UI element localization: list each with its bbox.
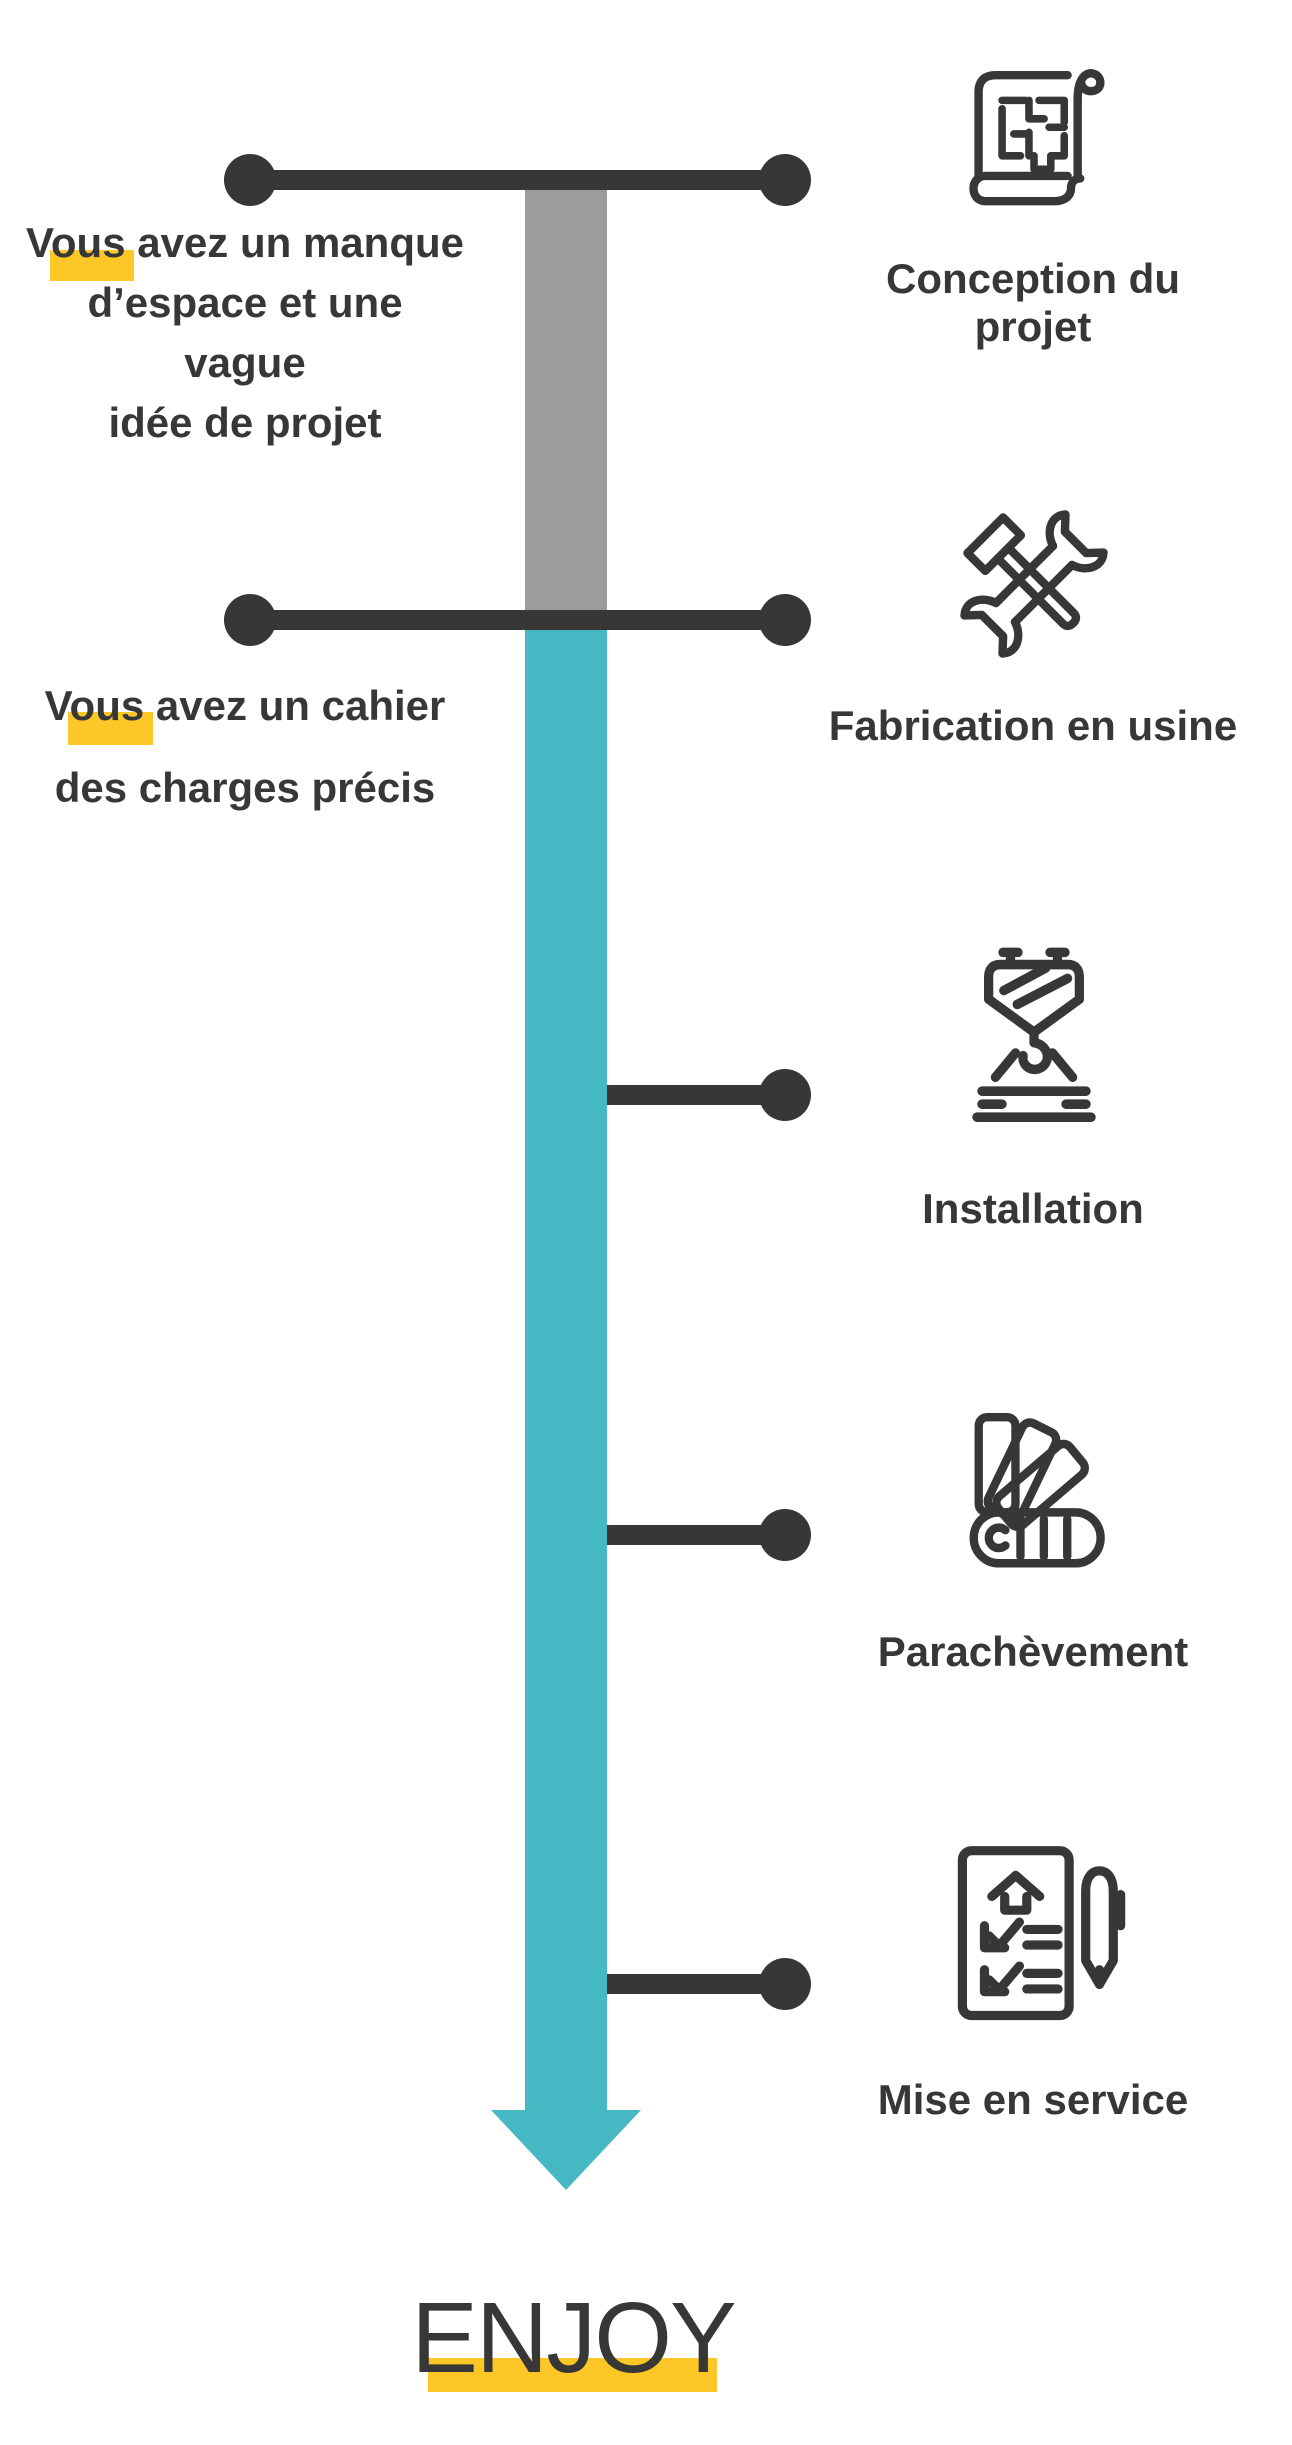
step-label-fabrication: Fabrication en usine xyxy=(828,702,1238,749)
step-2-endpoint-dot-left xyxy=(224,594,276,646)
note-1: Vous avez un manque d’espace et une vagu… xyxy=(25,213,465,453)
step-label-parachevement: Parachèvement xyxy=(877,1628,1189,1675)
timeline-shaft-gray-segment xyxy=(525,188,607,612)
step-label-conception: Conception du projet xyxy=(886,255,1180,350)
step-3-connector-bar xyxy=(560,1085,785,1105)
enjoy-underline xyxy=(428,2358,717,2392)
step-1-endpoint-dot-right xyxy=(759,154,811,206)
note-1-line-3: idée de projet xyxy=(108,399,382,446)
enjoy-label: ENJOY xyxy=(411,2282,736,2394)
step-2-endpoint-dot-right xyxy=(759,594,811,646)
blueprint-scroll-icon xyxy=(950,55,1118,223)
step-5-connector-bar xyxy=(560,1974,785,1994)
note-2-highlight xyxy=(68,712,153,745)
color-swatch-fan-icon xyxy=(952,1390,1119,1582)
checklist-pen-icon xyxy=(944,1836,1128,2032)
step-4-endpoint-dot xyxy=(759,1509,811,1561)
step-1-connector-bar xyxy=(250,170,785,190)
note-1-highlight xyxy=(50,250,134,281)
step-4-connector-bar xyxy=(560,1525,785,1545)
note-2-line-1: Vous avez un cahier xyxy=(44,682,446,729)
step-5-endpoint-dot xyxy=(759,1958,811,2010)
step-1-endpoint-dot-left xyxy=(224,154,276,206)
step-3-endpoint-dot xyxy=(759,1069,811,1121)
step-label-installation: Installation xyxy=(922,1185,1144,1232)
note-1-line-2: d’espace et une vague xyxy=(87,279,403,386)
timeline-shaft-teal-segment xyxy=(525,612,607,2112)
hammer-wrench-icon xyxy=(950,500,1118,668)
note-2-line-2: des charges précis xyxy=(54,764,436,811)
crane-hook-icon xyxy=(950,942,1118,1138)
note-1-line-1: Vous avez un manque xyxy=(26,219,464,266)
timeline-arrow-head xyxy=(491,2110,641,2190)
note-2: Vous avez un cahier des charges précis xyxy=(25,665,465,829)
step-label-mise-en-service: Mise en service xyxy=(877,2076,1189,2123)
step-2-connector-bar xyxy=(250,610,785,630)
